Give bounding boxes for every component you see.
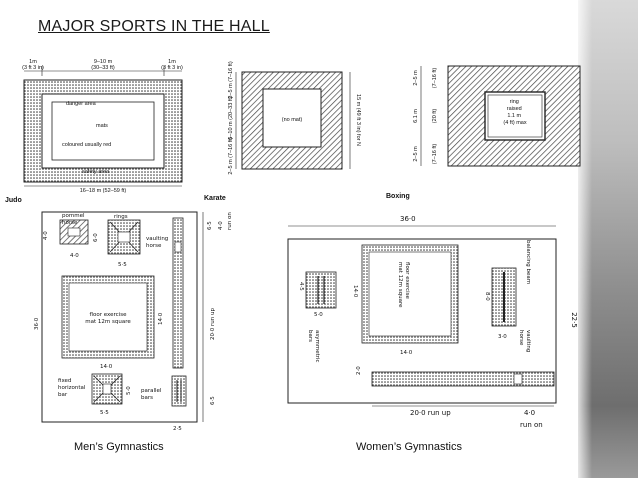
womens-dim-140b: 14·0 <box>400 350 413 356</box>
womens-dim-30: 3·0 <box>498 334 507 340</box>
judo-danger-label: danger area <box>66 101 97 107</box>
mens-dim-65b: 6·5 <box>210 396 216 405</box>
boxing-dim-mid: 6.1 m <box>413 109 419 123</box>
karate-dim-bot: 2–5 m (7–16 ft) <box>228 137 234 174</box>
womens-dim-20: 2·0 <box>356 366 362 375</box>
womens-balancing-label: balancing beam <box>525 240 531 284</box>
mens-run-up: 20·0 run up <box>210 308 216 340</box>
womens-vaulting-label: vaultinghorse <box>518 330 531 352</box>
mens-vault-runway <box>172 217 184 369</box>
karate-label: Karate <box>204 195 226 202</box>
karate-dim-total: 15 m (49 ft 3 in) for N <box>355 94 361 146</box>
womens-dim-360: 36·0 <box>400 215 416 223</box>
womens-dim-80: 8·0 <box>484 292 490 301</box>
womens-dim-225: 22·5 <box>570 312 578 328</box>
womens-asym-label: asymmetricbars <box>307 330 320 363</box>
judo-dim-top-right: 1m(3 ft 3 in) <box>161 59 183 71</box>
boxing-dim-bot-ft: (7–16 ft) <box>432 144 438 165</box>
mens-dim-50: 5·0 <box>126 386 132 395</box>
judo-dim-top-left: 1m(3 ft 3 in) <box>22 59 44 71</box>
mens-dim-360: 36·0 <box>34 317 40 330</box>
mens-run-on: run on <box>227 212 233 230</box>
womens-dim-40: 4·0 <box>524 409 535 417</box>
boxing-label: Boxing <box>386 193 410 200</box>
mens-dim-65a: 6·5 <box>207 221 213 230</box>
mens-dim-40a: 4·0 <box>70 253 79 259</box>
womens-gymnastics-diagram: 36·0 22·5 4·5 5·0 asymmetricbars floor e… <box>287 215 578 429</box>
mens-dim-55b: 5·5 <box>100 410 109 416</box>
mens-dim-60: 6·0 <box>93 233 99 242</box>
judo-mats-label: mats <box>96 123 108 129</box>
boxing-diagram: ring raised 1.1 m (4 ft) max 2–5 m (7–16… <box>386 65 581 200</box>
mens-gymnastics-caption: Men’s Gymnastics <box>74 441 164 453</box>
mens-dim-55a: 5·5 <box>118 262 127 268</box>
karate-dim-top: 2–5 m (7–16 ft) <box>228 61 234 98</box>
judo-coloured-label: coloured usually red <box>62 142 111 148</box>
boxing-ring <box>484 91 546 141</box>
judo-label: Judo <box>5 197 22 204</box>
womens-floor-mat <box>368 251 452 337</box>
mens-floor-mat <box>68 282 148 352</box>
womens-run-up: 20·0 run up <box>410 409 451 417</box>
karate-no-mat: (no mat) <box>282 117 303 123</box>
judo-mats <box>51 101 155 161</box>
womens-dim-45: 4·5 <box>298 282 304 291</box>
mens-dim-140b: 14·0 <box>158 312 164 325</box>
mens-dim-25: 2·5 <box>173 426 182 432</box>
mens-dim-40b: 4·0 <box>43 231 49 240</box>
boxing-dim-mid-ft: (20 ft) <box>432 109 438 124</box>
karate-diagram: (no mat) 2–5 m (7–16 ft) 6–10 m (20–33 f… <box>204 61 361 202</box>
mens-dim-140a: 14·0 <box>100 364 113 370</box>
karate-mat <box>262 88 322 148</box>
mens-rings-label: rings <box>114 214 128 220</box>
judo-dim-top-mid: 9–10 m(30–33 ft) <box>91 59 115 71</box>
womens-run-on: run on <box>520 421 543 429</box>
womens-dim-50: 5·0 <box>314 312 323 318</box>
womens-gymnastics-caption: Women’s Gymnastics <box>356 441 462 453</box>
mens-dim-40c: 4·0 <box>218 221 224 230</box>
womens-asym-bars <box>305 271 337 309</box>
slide-title: MAJOR SPORTS IN THE HALL <box>38 18 270 35</box>
karate-dim-mid: 6–10 m (20–33 ft) <box>228 96 234 140</box>
judo-diagram: 1m(3 ft 3 in) 9–10 m(30–33 ft) 1m(3 ft 3… <box>5 59 183 204</box>
boxing-dim-bot: 2–5 m <box>413 146 419 162</box>
boxing-dim-top: 2–5 m <box>413 70 419 86</box>
womens-vault-runway <box>371 371 555 387</box>
judo-safety-label: safety area <box>82 169 110 175</box>
boxing-dim-top-ft: (7–16 ft) <box>432 68 438 89</box>
womens-dim-140a: 14·0 <box>352 285 358 298</box>
womens-floor-label: floor exercisemat 12m square <box>397 262 410 308</box>
judo-dim-bottom: 16–18 m (52–59 ft) <box>80 188 127 194</box>
boxing-ring-label: ring raised 1.1 m (4 ft) max <box>503 99 526 126</box>
mens-parallel-bars <box>171 375 187 407</box>
